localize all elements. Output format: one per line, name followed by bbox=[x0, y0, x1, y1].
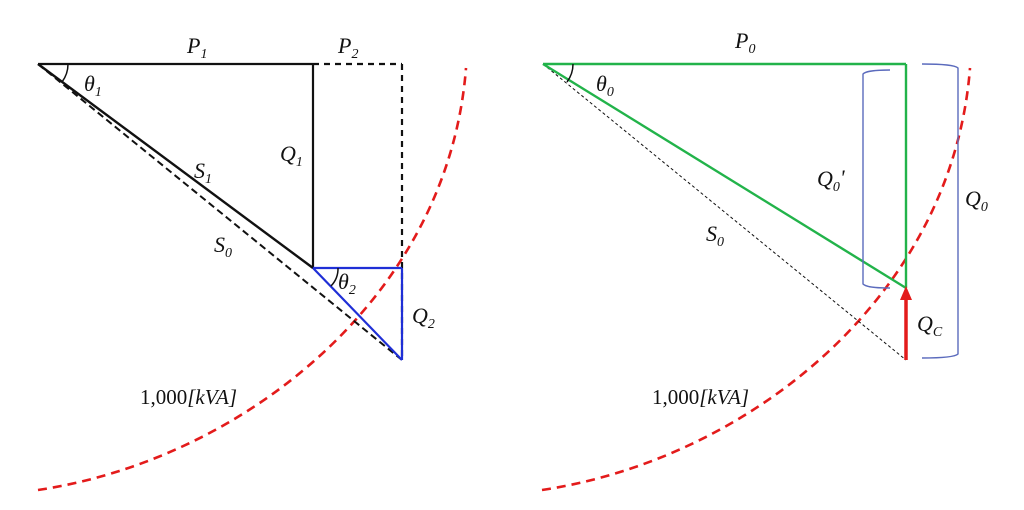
right-capacity-label: 1,000[kVA] bbox=[652, 385, 749, 409]
left-p1-label: P1 bbox=[186, 33, 207, 62]
right-diagram: P0 θ0 Q0' Q0 S0 QC 1,000[kVA] bbox=[541, 28, 988, 492]
left-theta2-label: θ2 bbox=[338, 269, 356, 298]
right-q0-brace bbox=[921, 63, 959, 359]
left-q1-label: Q1 bbox=[280, 141, 303, 170]
right-theta0-label: θ0 bbox=[596, 71, 614, 100]
right-qc-arrow-head bbox=[900, 286, 912, 300]
left-s1-line bbox=[37, 63, 314, 269]
left-s0-dashed-line bbox=[37, 63, 403, 361]
right-q0prime-label: Q0' bbox=[817, 165, 845, 195]
right-hypotenuse-line bbox=[542, 62, 907, 290]
left-s1-label: S1 bbox=[194, 158, 212, 187]
left-capacity-label: 1,000[kVA] bbox=[140, 385, 237, 409]
left-blue-hypotenuse bbox=[312, 267, 403, 361]
left-q2-label: Q2 bbox=[412, 303, 435, 332]
right-s0-dashed-line bbox=[542, 63, 907, 361]
right-qc-label: QC bbox=[917, 311, 943, 340]
right-q0prime-brace bbox=[862, 69, 891, 289]
left-diagram: P1 P2 θ1 Q1 S1 S0 θ2 Q2 1,000[kVA] bbox=[37, 33, 468, 492]
right-p0-label: P0 bbox=[734, 28, 755, 57]
left-p2-label: P2 bbox=[337, 33, 358, 62]
left-s0-label: S0 bbox=[214, 232, 232, 261]
left-capacity-arc bbox=[37, 67, 468, 492]
right-s0-label: S0 bbox=[706, 221, 724, 250]
left-theta1-label: θ1 bbox=[84, 71, 102, 100]
right-capacity-arc bbox=[541, 67, 972, 492]
left-theta1-arc bbox=[61, 63, 69, 83]
right-q0-label: Q0 bbox=[965, 186, 988, 215]
right-theta0-arc bbox=[566, 63, 574, 83]
left-theta2-arc bbox=[330, 267, 339, 287]
